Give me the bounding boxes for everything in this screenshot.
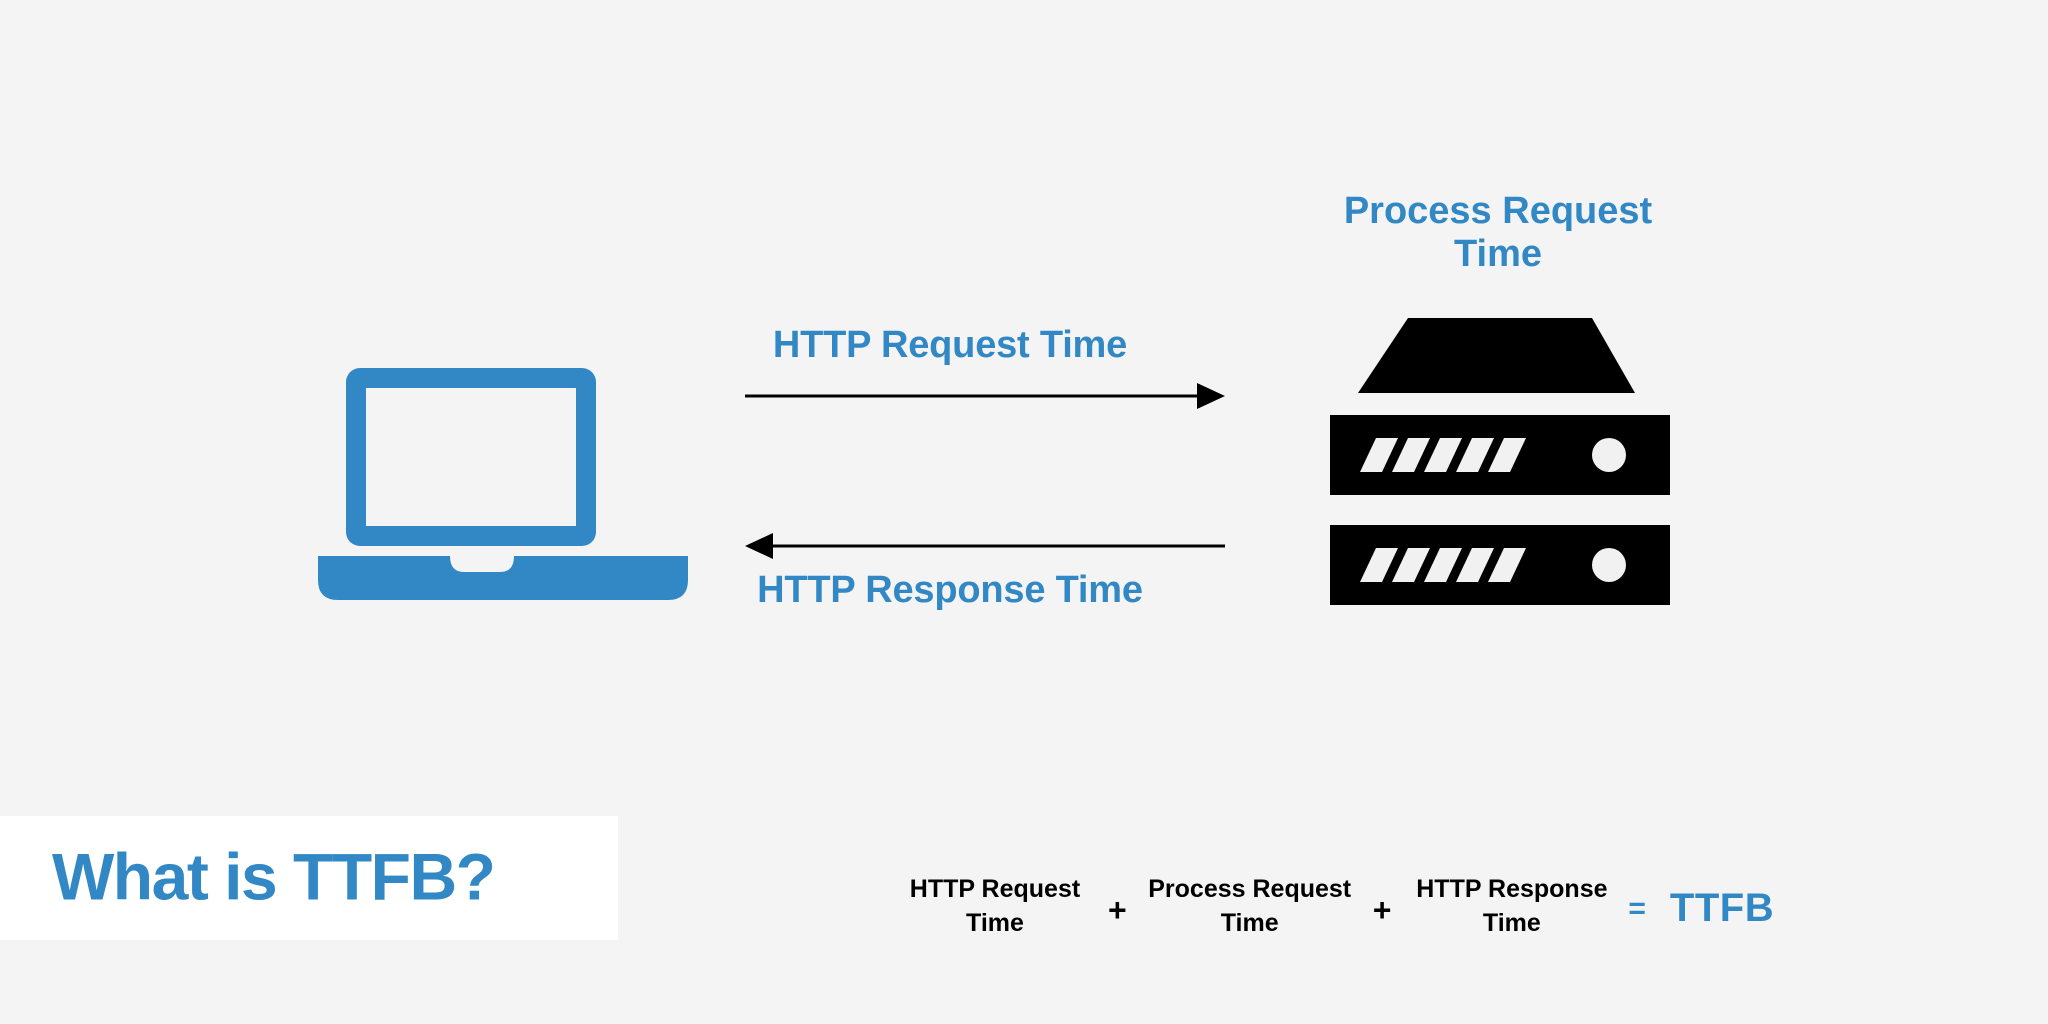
formula-equals-operator: = <box>1628 892 1646 925</box>
formula-plus-operator-2: + <box>1372 891 1392 928</box>
formula-term-3-line2: Time <box>1482 909 1541 937</box>
formula-term-http-response-time: HTTP Response Time <box>1409 873 1614 941</box>
laptop-icon <box>318 368 688 608</box>
title-banner: What is TTFB? <box>0 816 618 940</box>
formula-term-http-request-time: HTTP Request Time <box>900 873 1090 941</box>
formula-term-process-request-time: Process Request Time <box>1145 873 1355 941</box>
arrow-right-icon <box>745 378 1225 414</box>
formula-term-1-line1: HTTP Request <box>909 875 1081 904</box>
http-request-time-label: HTTP Request Time <box>772 324 1128 366</box>
server-rack-icon <box>1330 310 1670 615</box>
formula-term-2-line1: Process Request <box>1148 875 1352 904</box>
http-response-time-label: HTTP Response Time <box>757 569 1143 611</box>
formula-term-2-line2: Time <box>1220 909 1279 937</box>
formula-result-ttfb: TTFB <box>1669 885 1775 930</box>
process-label-line2: Time <box>1453 232 1542 275</box>
ttfb-formula: HTTP Request Time + Process Request Time… <box>900 852 1880 962</box>
page-title: What is TTFB? <box>52 839 496 914</box>
arrow-left-icon <box>745 528 1225 564</box>
process-label-line1: Process Request <box>1343 190 1653 232</box>
process-request-time-label: Process Request Time <box>1308 190 1688 275</box>
formula-plus-operator-1: + <box>1108 891 1127 928</box>
formula-term-1-line2: Time <box>966 909 1024 937</box>
formula-term-3-line1: HTTP Response <box>1416 875 1608 904</box>
